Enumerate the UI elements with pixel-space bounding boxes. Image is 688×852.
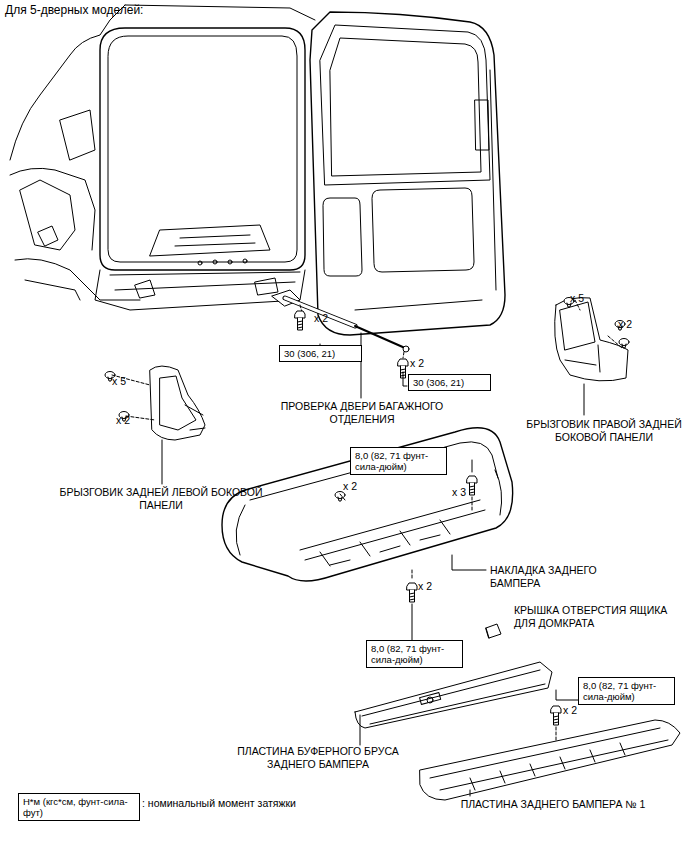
part-name: БРЫЗГОВИК ПРАВОЙ ЗАДНЕЙ БОКОВОЙ ПАНЕЛИ xyxy=(524,418,684,444)
quantity: x 3 xyxy=(452,486,466,499)
part-name: НАКЛАДКА ЗАДНЕГО БАМПЕРА xyxy=(490,564,620,590)
part-name: ПРОВЕРКА ДВЕРИ БАГАЖНОГО ОТДЕЛЕНИЯ xyxy=(258,400,466,426)
torque-value: 30 (306, 21) xyxy=(284,348,357,359)
quantity: x 2 xyxy=(618,318,632,331)
quantity: x 2 xyxy=(563,704,577,717)
quantity: x 2 xyxy=(343,480,357,493)
legend-key-box: Н*м (кгс*см, фунт-сила-фут) xyxy=(18,793,140,821)
torque-box: 8,0 (82, 71 фунт-сила-дюйм) xyxy=(350,447,447,475)
torque-value: 8,0 (82, 71 фунт-сила-дюйм) xyxy=(583,680,670,702)
quantity: x 5 xyxy=(112,375,126,388)
torque-box: 30 (306, 21) xyxy=(408,374,491,391)
legend-description: : номинальный момент затяжки xyxy=(142,797,296,810)
quantity: x 5 xyxy=(570,292,584,305)
torque-value: 8,0 (82, 71 фунт-сила-дюйм) xyxy=(371,643,458,665)
part-name: БРЫЗГОВИК ЗАДНЕЙ ЛЕВОЙ БОКОВОЙ ПАНЕЛИ xyxy=(58,486,264,512)
quantity: x 2 xyxy=(410,357,424,370)
torque-value: 8,0 (82, 71 фунт-сила-дюйм) xyxy=(355,450,442,472)
part-name: КРЫШКА ОТВЕРСТИЯ ЯЩИКА ДЛЯ ДОМКРАТА xyxy=(514,604,684,630)
torque-box: 30 (306, 21) xyxy=(279,345,362,362)
part-name: ПЛАСТИНА ЗАДНЕГО БАМПЕРА № 1 xyxy=(428,798,678,811)
quantity: x 2 xyxy=(116,414,130,427)
quantity: x 2 xyxy=(314,312,328,325)
part-name: ПЛАСТИНА БУФЕРНОГО БРУСА ЗАДНЕГО БАМПЕРА xyxy=(212,745,424,771)
torque-box: 8,0 (82, 71 фунт-сила-дюйм) xyxy=(578,677,675,705)
torque-value: 30 (306, 21) xyxy=(413,377,486,388)
torque-box: 8,0 (82, 71 фунт-сила-дюйм) xyxy=(366,640,463,668)
quantity: x 2 xyxy=(418,580,432,593)
torque-value: Н*м (кгс*см, фунт-сила-фут) xyxy=(23,796,135,818)
page-title: Для 5-дверных моделей: xyxy=(5,3,143,17)
